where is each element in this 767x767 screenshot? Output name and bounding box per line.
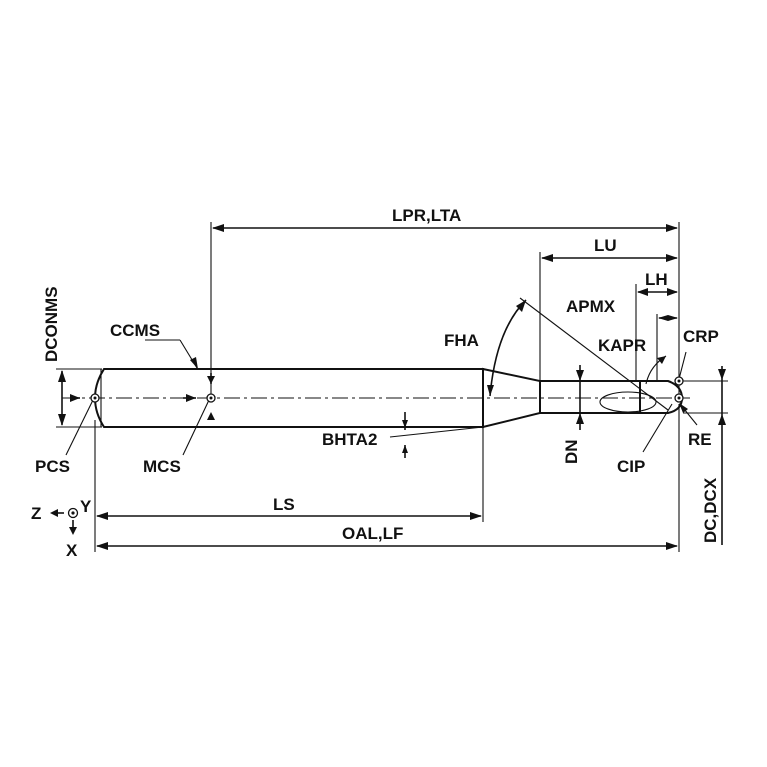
- pcs-label: PCS: [35, 457, 70, 476]
- axis-x-label: X: [66, 541, 78, 560]
- cip-re-leaders: [642, 403, 698, 453]
- re-label: RE: [688, 430, 712, 449]
- kapr-dimension: [645, 355, 667, 385]
- crp-leader: [678, 351, 687, 380]
- lu-dimension: [539, 252, 678, 381]
- bhta2-label: BHTA2: [322, 430, 377, 449]
- crp-label: CRP: [683, 327, 719, 346]
- pcs-mcs-leaders: [65, 373, 215, 456]
- lu-label: LU: [594, 236, 617, 255]
- lpr-lta-dimension: [210, 222, 680, 398]
- dconms-dimension: [56, 368, 102, 428]
- axis-y-label: Y: [80, 497, 92, 516]
- kapr-label: KAPR: [598, 336, 646, 355]
- dn-label: DN: [562, 439, 581, 464]
- apmx-dimension: [656, 314, 678, 381]
- mcs-label: MCS: [143, 457, 181, 476]
- axis-z-label: Z: [31, 504, 41, 523]
- ccms-leader: [145, 339, 198, 369]
- ccms-label: CCMS: [110, 321, 160, 340]
- dc-dcx-dimension: [683, 366, 728, 545]
- fha-dimension: [487, 297, 669, 411]
- ls-label: LS: [273, 495, 295, 514]
- dconms-label: DCONMS: [42, 286, 61, 362]
- ls-dimension: [94, 420, 484, 552]
- dn-dimension: [576, 365, 584, 430]
- lh-dimension: [635, 284, 678, 381]
- cip-label: CIP: [617, 457, 645, 476]
- oal-lf-dimension: [96, 404, 680, 552]
- oal-lf-label: OAL,LF: [342, 524, 403, 543]
- fha-label: FHA: [444, 331, 479, 350]
- bhta2-dimension: [389, 412, 484, 458]
- apmx-label: APMX: [566, 297, 616, 316]
- dc-dcx-label: DC,DCX: [701, 477, 720, 543]
- lpr-lta-label: LPR,LTA: [392, 206, 461, 225]
- coordinate-axis-icon: [50, 507, 79, 535]
- lh-label: LH: [645, 270, 668, 289]
